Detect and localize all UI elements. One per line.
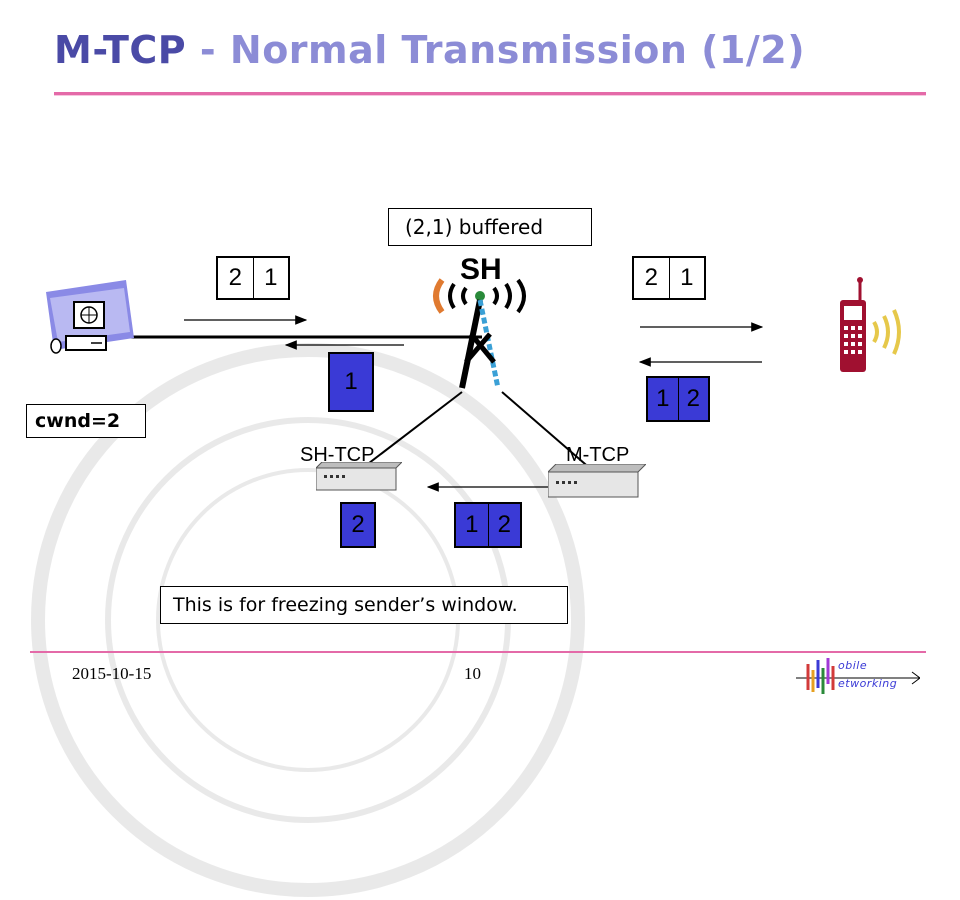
buffered-note: (2,1) buffered (405, 215, 544, 239)
base-station-label: SH (460, 253, 502, 286)
title-divider (54, 92, 926, 96)
buffered-note-box: (2,1) buffered (388, 208, 592, 246)
packet-cell: 1 (344, 368, 358, 395)
logo-text-line1: obile (838, 659, 868, 672)
logo-text-line2: etworking (838, 677, 898, 690)
packet-cell: 1 (252, 258, 289, 298)
packet-cell: 2 (677, 378, 709, 420)
packet-cell: 1 (656, 385, 670, 412)
sh-tcp-label: SH-TCP (300, 444, 375, 466)
freeze-note: This is for freezing sender’s window. (173, 594, 518, 616)
title-subtitle: - Normal Transmission (1/2) (186, 28, 806, 72)
network-diagram (122, 315, 764, 492)
left-ack-packet: 1 (328, 352, 374, 412)
cwnd-box: cwnd=2 (26, 404, 146, 438)
packet-cell: 1 (668, 258, 705, 298)
packet-cell: 2 (228, 264, 242, 291)
packet-cell: 1 (465, 511, 479, 538)
packet-cell: 2 (487, 504, 521, 546)
base-station-tower-icon (433, 278, 526, 389)
freeze-note-box: This is for freezing sender’s window. (160, 586, 568, 624)
title-protocol: M-TCP (54, 28, 187, 72)
packet-cell: 2 (351, 511, 365, 538)
m-tcp-router-icon (548, 464, 646, 498)
cwnd-value: cwnd=2 (35, 410, 121, 432)
footer-divider (30, 651, 926, 653)
page-number: 10 (464, 664, 481, 683)
mobile-phone-icon (840, 277, 901, 372)
packet-cell: 2 (644, 264, 658, 291)
slide-title: M-TCP - Normal Transmission (1/2) (54, 28, 805, 72)
m-tcp-label: M-TCP (566, 444, 630, 466)
slide-date: 2015-10-15 (72, 664, 152, 683)
link-sh-to-shtcp (359, 391, 463, 471)
mobile-networking-logo-icon (796, 658, 920, 694)
sh-tcp-router-icon (316, 462, 402, 491)
m-tcp-ack-packets: 1 2 (454, 502, 522, 548)
right-window-packets: 2 1 (632, 256, 706, 300)
left-window-packets: 2 1 (216, 256, 290, 300)
fixed-host-computer-icon (46, 280, 134, 354)
link-sh-to-mtcp (501, 391, 593, 471)
right-ack-packets: 1 2 (646, 376, 710, 422)
sh-tcp-ack-packet: 2 (340, 502, 376, 548)
